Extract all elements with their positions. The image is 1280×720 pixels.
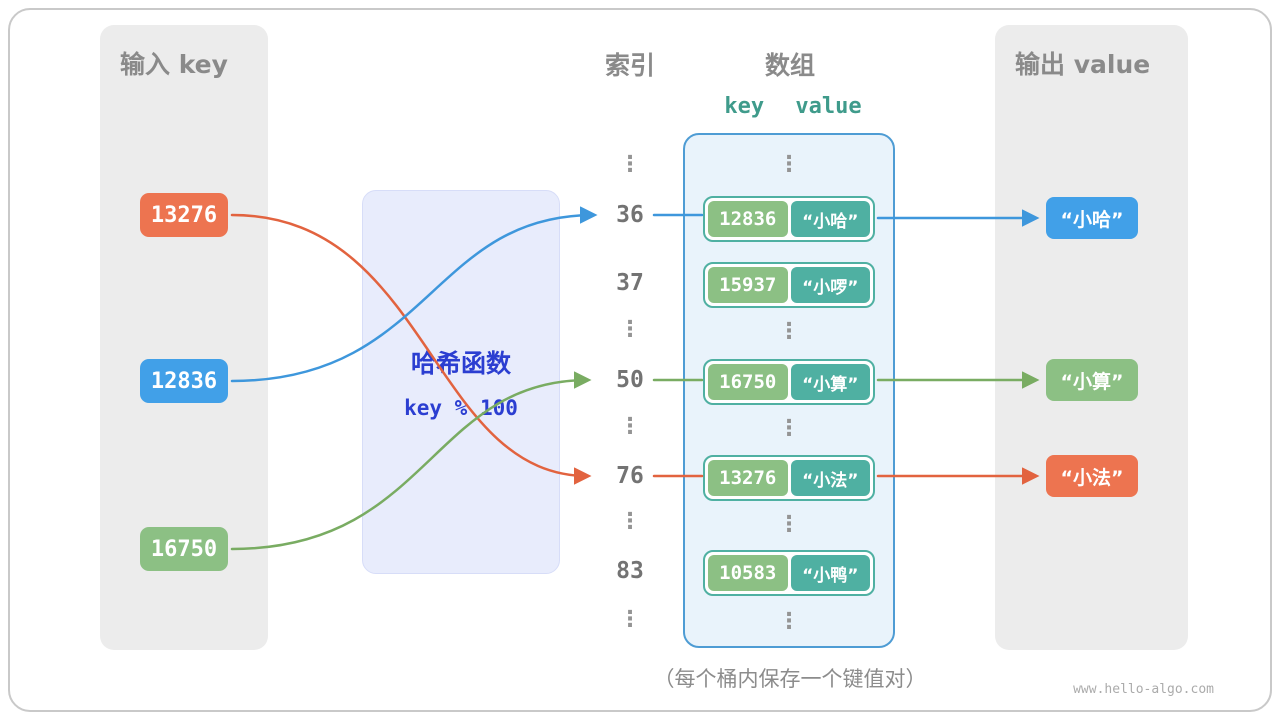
bucket-key-cell: 16750 bbox=[708, 364, 788, 400]
index-label: 76 bbox=[616, 463, 644, 489]
index-ellipsis: ⋮ bbox=[619, 317, 641, 342]
hash-function-box: 哈希函数 key % 100 bbox=[362, 190, 560, 574]
output-value-panel: 输出 value bbox=[995, 25, 1188, 650]
index-column-header: 索引 bbox=[604, 51, 656, 80]
index-ellipsis: ⋮ bbox=[619, 607, 641, 632]
bucket-key-cell: 13276 bbox=[708, 460, 788, 496]
index-label: 83 bbox=[616, 558, 644, 584]
index-label: 37 bbox=[616, 270, 644, 296]
input-panel-title: 输入 key bbox=[120, 50, 228, 79]
output-value-chip: “小法” bbox=[1046, 455, 1138, 497]
index-ellipsis: ⋮ bbox=[619, 509, 641, 534]
input-key-label: 16750 bbox=[150, 536, 218, 562]
input-key-label: 13276 bbox=[150, 202, 218, 228]
bucket-value-cell: “小鸭” bbox=[790, 555, 870, 591]
input-key-label: 12836 bbox=[150, 368, 218, 394]
array-ellipsis: ⋮ bbox=[778, 416, 800, 441]
site-watermark: www.hello-algo.com bbox=[1073, 682, 1214, 697]
array-column-header: 数组 bbox=[764, 51, 816, 80]
bucket-value-cell: “小哈” bbox=[790, 201, 870, 237]
index-label: 50 bbox=[616, 367, 644, 393]
index-label: 36 bbox=[616, 202, 644, 228]
hash-function-formula: key % 100 bbox=[404, 396, 518, 420]
bucket-key-cell: 10583 bbox=[708, 555, 788, 591]
bucket-pair: 16750 “小算” bbox=[703, 359, 875, 405]
bucket-pair: 13276 “小法” bbox=[703, 455, 875, 501]
output-panel-title: 输出 value bbox=[1015, 50, 1151, 79]
output-value-label: “小算” bbox=[1060, 370, 1124, 393]
bucket-key-cell: 12836 bbox=[708, 201, 788, 237]
bucket-array: ⋮ 12836 “小哈” 15937 “小啰” ⋮ 16750 “小算” ⋮ 1… bbox=[683, 133, 895, 648]
output-value-label: “小法” bbox=[1060, 466, 1124, 489]
array-ellipsis: ⋮ bbox=[778, 319, 800, 344]
bucket-pair: 15937 “小啰” bbox=[703, 262, 875, 308]
array-ellipsis: ⋮ bbox=[778, 152, 800, 177]
output-value-chip: “小哈” bbox=[1046, 197, 1138, 239]
array-ellipsis: ⋮ bbox=[778, 609, 800, 634]
hash-function-title: 哈希函数 bbox=[410, 349, 511, 378]
index-ellipsis: ⋮ bbox=[619, 152, 641, 177]
input-key-chip: 12836 bbox=[140, 359, 228, 403]
bucket-key-cell: 15937 bbox=[708, 267, 788, 303]
input-key-chip: 13276 bbox=[140, 193, 228, 237]
input-key-chip: 16750 bbox=[140, 527, 228, 571]
output-value-chip: “小算” bbox=[1046, 359, 1138, 401]
outer-frame bbox=[8, 8, 1272, 712]
output-value-label: “小哈” bbox=[1060, 208, 1124, 231]
index-ellipsis: ⋮ bbox=[619, 414, 641, 439]
diagram-caption: （每个桶内保存一个键值对） bbox=[653, 667, 927, 691]
bucket-value-cell: “小啰” bbox=[790, 267, 870, 303]
bucket-pair: 10583 “小鸭” bbox=[703, 550, 875, 596]
bucket-pair: 12836 “小哈” bbox=[703, 196, 875, 242]
array-ellipsis: ⋮ bbox=[778, 512, 800, 537]
bucket-value-cell: “小算” bbox=[790, 364, 870, 400]
key-value-columns-header: key value bbox=[724, 94, 862, 119]
bucket-value-cell: “小法” bbox=[790, 460, 870, 496]
